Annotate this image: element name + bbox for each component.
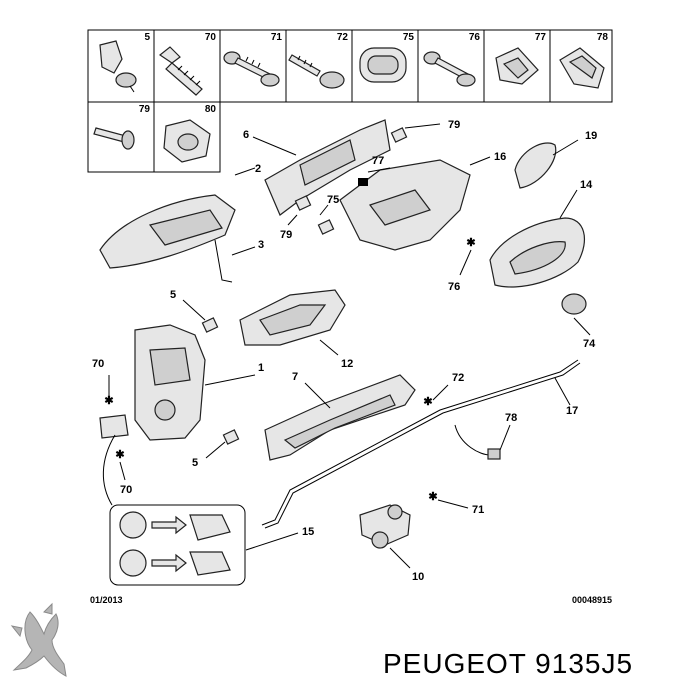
- label-14: 14: [580, 179, 593, 191]
- reference-code: 00048915: [572, 595, 612, 605]
- parts-grid: 5 70 71 72 75 76 77 78 79 80: [87, 29, 613, 173]
- rod-17: [261, 359, 581, 529]
- label-79a: 79: [448, 119, 460, 131]
- reinforcement-12: [239, 289, 346, 346]
- seal-pad-70: [99, 414, 129, 439]
- label-7: 7: [292, 371, 298, 383]
- lock-mechanism-1: [134, 324, 206, 441]
- label-75: 75: [327, 194, 339, 206]
- grid-num-72: 72: [337, 32, 349, 43]
- marker-asterisks: ✱ ✱ ✱ ✱ ✱: [104, 237, 475, 503]
- grid-cell-70: [153, 29, 221, 103]
- exterior-handle-2: [99, 194, 236, 269]
- grommet-icon-75: [359, 47, 407, 83]
- label-77: 77: [372, 155, 384, 167]
- label-74: 74: [583, 338, 596, 350]
- leader-lines: [108, 123, 591, 569]
- label-16: 16: [494, 151, 506, 163]
- grid-num-70: 70: [205, 32, 217, 43]
- label-72: 72: [452, 372, 464, 384]
- callout-labels: 6 79 19 2 77 16 14 75 79 3 76 5 12 74 70…: [92, 119, 597, 583]
- label-76: 76: [448, 281, 460, 293]
- screw-icon-76: [423, 51, 476, 87]
- grid-cell-5: [87, 29, 155, 103]
- grid-num-5: 5: [144, 32, 150, 43]
- label-1: 1: [258, 362, 264, 374]
- label-10: 10: [412, 571, 424, 583]
- grid-num-80: 80: [205, 104, 217, 115]
- bezel-16: [514, 142, 557, 189]
- screw-icon-70: [158, 46, 203, 96]
- date-code: 01/2013: [90, 595, 123, 605]
- grid-cell-72: [285, 29, 353, 103]
- brand-part-number: PEUGEOT 9135J5: [383, 648, 634, 679]
- label-5a: 5: [170, 289, 176, 301]
- label-2: 2: [255, 163, 261, 175]
- label-12: 12: [341, 358, 353, 370]
- label-17: 17: [566, 405, 578, 417]
- label-15: 15: [302, 526, 314, 538]
- grid-num-77: 77: [535, 32, 547, 43]
- clip-icon-78: [559, 47, 605, 89]
- label-71: 71: [472, 504, 484, 516]
- inset-box-15: [109, 504, 246, 586]
- label-6: 6: [243, 129, 249, 141]
- bracket-6: [264, 119, 391, 216]
- asterisk-70b: ✱: [115, 449, 124, 461]
- interior-handle-14: [489, 217, 586, 288]
- cap-74: [561, 293, 587, 315]
- grid-num-79: 79: [139, 104, 151, 115]
- grid-num-76: 76: [469, 32, 481, 43]
- label-5b: 5: [192, 457, 198, 469]
- cable-3: [214, 239, 233, 283]
- peugeot-lion-logo: [10, 602, 67, 677]
- small-clip-squares: [201, 127, 408, 445]
- asterisk-70a: ✱: [104, 395, 113, 407]
- wire-78: [454, 424, 501, 460]
- label-79b: 79: [280, 229, 292, 241]
- asterisk-76: ✱: [466, 237, 475, 249]
- asterisk-72: ✱: [423, 396, 432, 408]
- label-19: 19: [585, 130, 597, 142]
- label-78: 78: [505, 412, 517, 424]
- label-3: 3: [258, 239, 264, 251]
- asterisk-71: ✱: [428, 491, 437, 503]
- black-square-77: [358, 178, 368, 186]
- screw-icon-71: [223, 51, 280, 87]
- clip-icon-5: [99, 40, 137, 93]
- grid-num-75: 75: [403, 32, 415, 43]
- outside-handle-bracket-7: [264, 374, 416, 461]
- grid-num-71: 71: [271, 32, 283, 43]
- screw-icon-72: [288, 54, 345, 89]
- label-70b: 70: [120, 484, 132, 496]
- grid-num-78: 78: [597, 32, 609, 43]
- striker-10: [359, 504, 411, 549]
- clip-icon-77: [495, 47, 539, 85]
- wire-70-lower: [102, 434, 116, 506]
- rivet-icon-79: [93, 127, 135, 150]
- lock-carrier-77: [339, 159, 471, 251]
- nut-icon-80: [163, 119, 211, 163]
- label-70a: 70: [92, 358, 104, 370]
